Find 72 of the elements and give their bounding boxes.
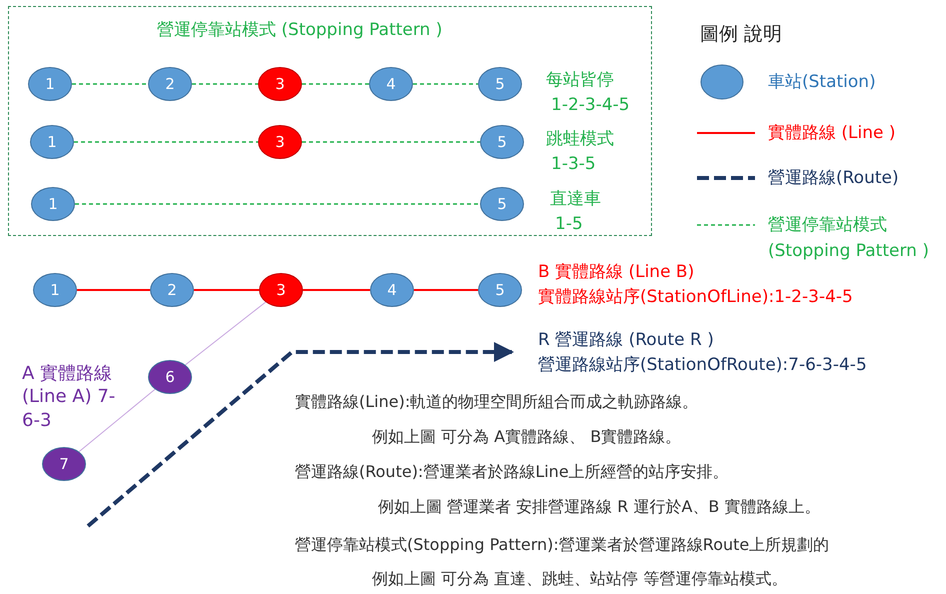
station-circle — [148, 360, 192, 394]
connector-line — [75, 203, 480, 205]
station-number: 3 — [275, 75, 285, 93]
connector-line — [194, 289, 259, 291]
route-text: R 營運路線 (Route R ) — [538, 329, 715, 352]
station-circle — [33, 273, 77, 307]
station-circle — [30, 125, 74, 159]
station-number: 4 — [386, 75, 396, 93]
definition-text: 例如上圖 可分為 A實體路線、 B實體路線。 — [372, 427, 682, 448]
station-number: 5 — [495, 281, 505, 299]
station-number: 1 — [48, 195, 58, 213]
station-circle — [258, 67, 302, 101]
line-label: A 實體路線 (Line A) 7-6-3 — [22, 362, 116, 432]
station-note: 直達車 — [550, 188, 601, 211]
station-circle — [258, 125, 302, 159]
group-title: 營運停靠站模式 (Stopping Pattern ) — [157, 19, 442, 41]
connector-line — [192, 83, 258, 85]
station-circle — [150, 273, 194, 307]
station-note: 每站皆停 — [546, 69, 615, 92]
station-number: 5 — [497, 133, 507, 151]
station-number: 7 — [59, 455, 69, 473]
station-note: B 實體路線 (Line B) — [538, 261, 696, 284]
station-circle — [480, 187, 524, 221]
connector-line — [303, 289, 370, 291]
station-number: 1 — [50, 281, 60, 299]
station-circle — [369, 67, 413, 101]
definition-text: 實體路線(Line):軌道的物理空間所組合而成之軌跡路線。 — [295, 392, 698, 413]
station-number: 1 — [47, 133, 57, 151]
legend-title: 圖例 說明 — [700, 22, 782, 47]
connector-line — [184, 302, 266, 366]
station-note: 1-5 — [554, 213, 584, 236]
connector-line — [413, 83, 478, 85]
station-circle — [259, 273, 303, 307]
station-number: 3 — [276, 281, 286, 299]
station-circle — [478, 273, 522, 307]
definition-text: 營運停靠站模式(Stopping Pattern):營運業者於營運路線Route上所規劃的 — [295, 535, 830, 556]
arrow — [86, 342, 514, 528]
station-number: 5 — [497, 195, 507, 213]
station-number: 2 — [165, 75, 175, 93]
station-circle — [370, 273, 414, 307]
station-number: 1 — [45, 75, 55, 93]
definition-text: 例如上圖 營運業者 安排營運路線 R 運行於A、B 實體路線上。 — [378, 497, 820, 518]
connector-line — [74, 141, 258, 143]
definition-text: 營運路線(Route):營運業者於路線Line上所經營的站序安排。 — [295, 462, 729, 483]
connector-line — [302, 141, 480, 143]
route-text: 營運路線站序(StationOfRoute):7-6-3-4-5 — [538, 354, 868, 377]
station-number: 6 — [165, 368, 175, 386]
legend-text: 營運路線(Route) — [768, 167, 900, 190]
station-number: 4 — [387, 281, 397, 299]
station-note: 1-2-3-4-5 — [550, 94, 630, 117]
station-circle — [480, 125, 524, 159]
station-number: 3 — [275, 133, 285, 151]
station-number: 2 — [167, 281, 177, 299]
connector-line — [414, 289, 478, 291]
station-circle — [478, 67, 522, 101]
legend-text: 實體路線 (Line ) — [768, 122, 896, 145]
station-circle — [31, 187, 75, 221]
station-note: 跳蛙模式 — [546, 128, 614, 151]
dashed-group-frame — [8, 6, 652, 236]
connector-line — [302, 83, 369, 85]
station-note: 實體路線站序(StationOfLine):1-2-3-4-5 — [538, 286, 853, 309]
station-circle — [148, 67, 192, 101]
connector-line — [77, 289, 150, 291]
definition-text: 例如上圖 可分為 直達、跳蛙、站站停 等營運停靠站模式。 — [372, 569, 788, 590]
station-circle — [28, 67, 72, 101]
connector-line — [78, 388, 156, 452]
station-number: 5 — [495, 75, 505, 93]
station-note: 1-3-5 — [550, 153, 597, 176]
legend-text: 營運停靠站模式 (Stopping Pattern ) — [768, 214, 930, 263]
connector-line — [72, 83, 148, 85]
station-circle — [42, 447, 86, 481]
legend-text: 車站(Station) — [768, 71, 877, 94]
